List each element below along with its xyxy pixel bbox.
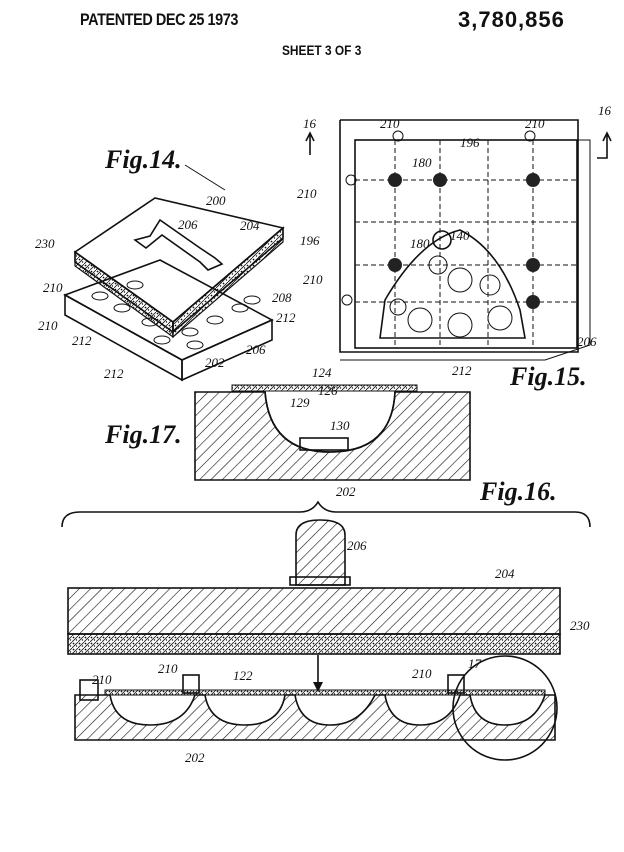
ref-200: 200: [206, 193, 226, 208]
fig15-caption: Fig.15.: [509, 362, 587, 391]
ref-180: 180: [412, 155, 432, 170]
ref-206: 206: [347, 538, 367, 553]
ref-208: 208: [272, 290, 292, 305]
sheet-number: SHEET 3 OF 3: [282, 42, 362, 58]
figure-17: Fig.17. 124 126 129 130 202: [104, 365, 471, 499]
ref-204: 204: [495, 566, 515, 581]
ref-16: 16: [303, 116, 317, 131]
figure-14: Fig.14. 200 206 204 230 210 208 212 210 …: [35, 145, 296, 382]
ref-230: 230: [35, 236, 55, 251]
ref-230: 230: [570, 618, 590, 633]
ref-202: 202: [185, 750, 205, 765]
figure-15: 210 210 16 16 196 180 210 196 180 140 21…: [297, 103, 612, 391]
ref-210: 210: [525, 116, 545, 131]
figure-16: Fig.16. 206 204 230 210 210 122 210 17 2…: [61, 477, 591, 765]
ref-210: 210: [158, 661, 178, 676]
ref-122: 122: [233, 668, 253, 683]
ref-202: 202: [336, 484, 356, 499]
ref-124: 124: [312, 365, 332, 380]
ref-206: 206: [577, 334, 597, 349]
ref-16: 16: [598, 103, 612, 118]
ref-210: 210: [43, 280, 63, 295]
patent-number: 3,780,856: [458, 7, 565, 32]
ref-140: 140: [450, 228, 470, 243]
ref-212: 212: [72, 333, 92, 348]
ref-204: 204: [240, 218, 260, 233]
ref-180: 180: [410, 236, 430, 251]
ref-196: 196: [300, 233, 320, 248]
ref-206: 206: [246, 342, 266, 357]
patent-date: PATENTED DEC 25 1973: [80, 10, 239, 29]
ref-210: 210: [92, 672, 112, 687]
ref-126: 126: [318, 383, 338, 398]
fig17-caption: Fig.17.: [104, 420, 182, 449]
ref-17: 17: [468, 656, 482, 671]
ref-210: 210: [38, 318, 58, 333]
ref-212: 212: [452, 363, 472, 378]
ref-212: 212: [104, 366, 124, 381]
fig14-caption: Fig.14.: [104, 145, 182, 174]
ref-210: 210: [412, 666, 432, 681]
ref-206: 206: [178, 217, 198, 232]
ref-210: 210: [380, 116, 400, 131]
ref-196: 196: [460, 135, 480, 150]
ref-129: 129: [290, 395, 310, 410]
ref-202: 202: [205, 355, 225, 370]
ref-130: 130: [330, 418, 350, 433]
ref-212: 212: [276, 310, 296, 325]
ref-210: 210: [303, 272, 323, 287]
fig16-caption: Fig.16.: [479, 477, 557, 506]
ref-210: 210: [297, 186, 317, 201]
